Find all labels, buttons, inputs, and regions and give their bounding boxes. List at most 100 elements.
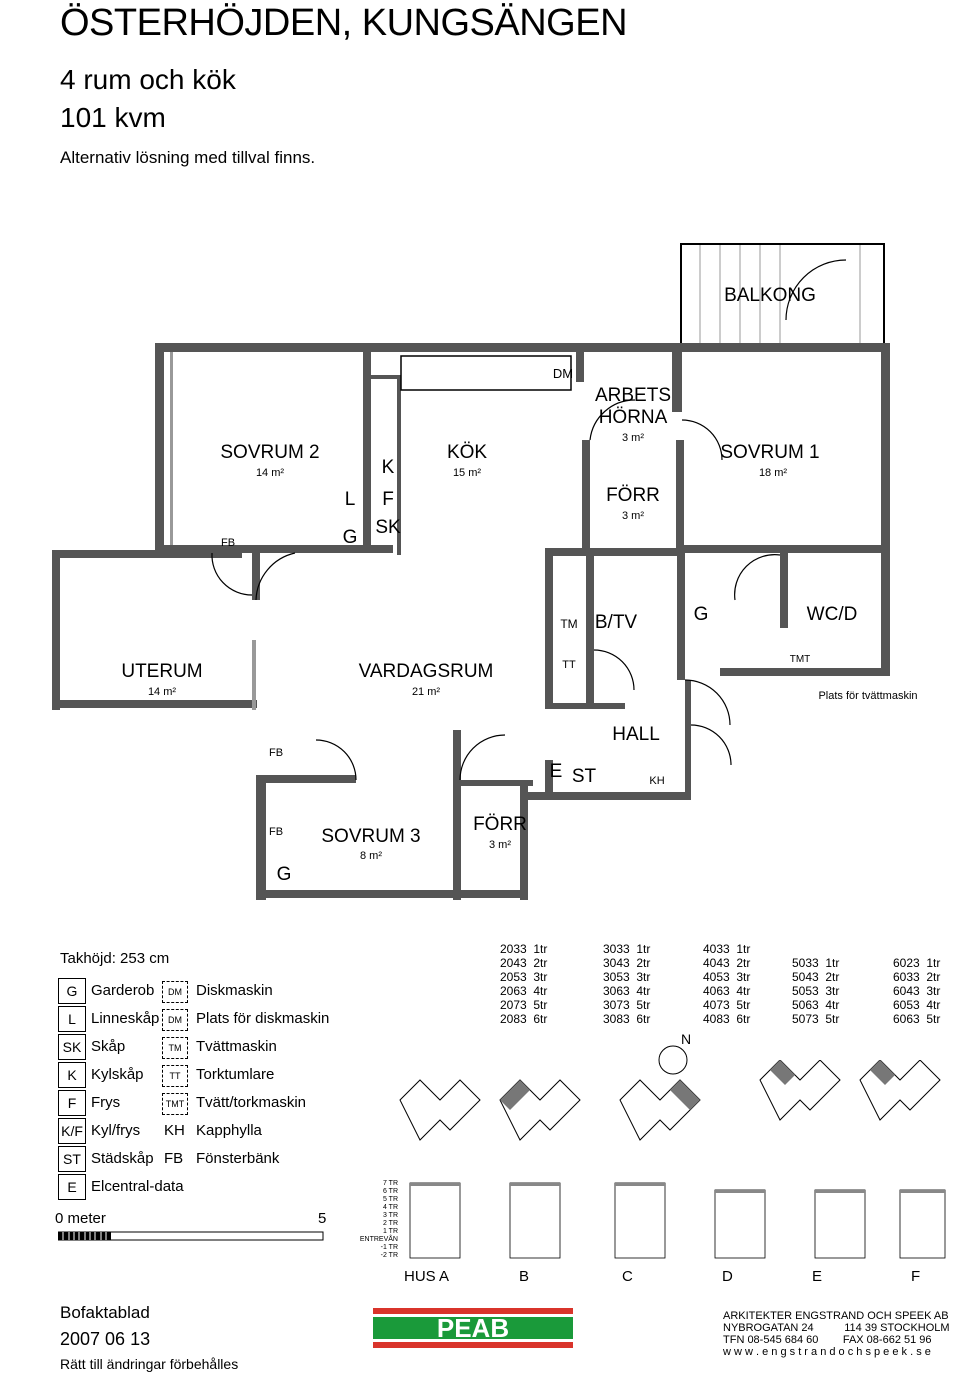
room-labels: BALKONG SOVRUM 2 14 m² KÖK 15 m² ARBETS …	[121, 285, 917, 885]
architect-name: ARKITEKTER ENGSTRAND OCH SPEEK AB	[723, 1310, 949, 1322]
code-tm: TM	[560, 617, 577, 631]
site-plan-icons	[399, 1060, 941, 1141]
legend2-code: DM	[162, 1009, 188, 1031]
legend2-label: Fönsterbänk	[196, 1150, 280, 1167]
sovrum3-label: SOVRUM 3	[321, 826, 420, 847]
code-g-3: G	[277, 864, 292, 885]
code-tt: TT	[562, 659, 576, 671]
flats-column: 2033 1tr 2043 2tr 2053 3tr 2063 4tr 2073…	[500, 942, 548, 1026]
page-title: ÖSTERHÖJDEN, KUNGSÄNGEN	[60, 2, 628, 44]
floor-plan: BALKONG SOVRUM 2 14 m² KÖK 15 m² ARBETS …	[52, 243, 918, 900]
house-label: B	[519, 1268, 530, 1285]
balcony-label: BALKONG	[724, 285, 816, 306]
architect-web: w w w . e n g s t r a n d o c h s p e e …	[723, 1346, 931, 1358]
legend2-code: TM	[162, 1037, 188, 1059]
btv-label: B/TV	[595, 612, 638, 633]
doc-date: 2007 06 13	[60, 1329, 151, 1349]
vardagsrum-area: 21 m²	[412, 686, 440, 698]
code-dm: DM	[553, 366, 573, 381]
room-count: 4 rum och kök	[60, 64, 236, 95]
balcony-slats	[699, 245, 861, 343]
forr2-area: 3 m²	[489, 839, 511, 851]
arbets-label-1: ARBETS	[595, 385, 671, 406]
code-tmt: TMT	[790, 654, 811, 665]
section-diagram	[409, 1182, 946, 1259]
arbets-label-2: HÖRNA	[599, 407, 668, 428]
house-label: F	[911, 1268, 921, 1285]
peab-logo: PEAB	[373, 1308, 573, 1348]
architect-address: NYBROGATAN 24 114 39 STOCKHOLM	[723, 1322, 950, 1334]
vardagsrum-label: VARDAGSRUM	[359, 661, 494, 682]
legend2-code: FB	[164, 1150, 184, 1167]
code-g-2: G	[694, 604, 709, 625]
flats-column: 3033 1tr 3043 2tr 3053 3tr 3063 4tr 3073…	[603, 942, 651, 1026]
legend-label: Skåp	[91, 1038, 126, 1055]
door-swings	[211, 259, 847, 781]
house-label: E	[812, 1268, 823, 1285]
legend-label: Städskåp	[91, 1150, 154, 1167]
legend-code: SK	[58, 1034, 86, 1060]
code-k: K	[382, 457, 395, 478]
legend-label: Garderob	[91, 982, 155, 999]
sovrum1-area: 18 m²	[759, 467, 787, 479]
sovrum2-area: 14 m²	[256, 467, 284, 479]
legend2-label: Diskmaskin	[196, 982, 273, 999]
apartment-area: 101 kvm	[60, 102, 166, 133]
sovrum2-label: SOVRUM 2	[220, 442, 319, 463]
house-label: D	[722, 1268, 733, 1285]
code-kh: KH	[649, 775, 664, 787]
code-f: F	[382, 489, 394, 510]
legend-code: K/F	[58, 1118, 86, 1144]
uterum-area: 14 m²	[148, 686, 176, 698]
kok-area: 15 m²	[453, 467, 481, 479]
code-l: L	[345, 489, 356, 510]
code-st: ST	[572, 766, 597, 787]
architect-phone: TFN 08-545 684 60 FAX 08-662 51 96	[723, 1334, 932, 1346]
legend2-label: Plats för diskmaskin	[196, 1010, 330, 1027]
svg-text:N: N	[681, 1031, 691, 1047]
legend-code: F	[58, 1090, 86, 1116]
wcd-label: WC/D	[807, 604, 858, 625]
code-fb-1: FB	[221, 537, 235, 549]
forr1-label: FÖRR	[606, 485, 660, 506]
legend-label: Frys	[91, 1094, 121, 1111]
scale-end: 5	[318, 1210, 327, 1227]
flats-column: 6023 1tr 6033 2tr 6043 3tr 6053 4tr 6063…	[893, 956, 941, 1026]
flats-column: 4033 1tr 4043 2tr 4053 3tr 4063 4tr 4073…	[703, 942, 751, 1026]
code-g-1: G	[343, 527, 358, 548]
code-sk: SK	[375, 517, 401, 538]
house-label: HUS A	[404, 1268, 450, 1285]
code-fb-3: FB	[269, 826, 283, 838]
scale-bar	[58, 1231, 324, 1241]
hall-label: HALL	[612, 724, 660, 745]
legend-label: Linneskåp	[91, 1010, 160, 1027]
alternative-note: Alternativ lösning med tillval finns.	[60, 148, 316, 167]
legend2-code: KH	[164, 1122, 185, 1139]
legend-label: Elcentral-data	[91, 1178, 184, 1195]
ceiling-height: Takhöjd: 253 cm	[60, 950, 170, 967]
forr1-area: 3 m²	[622, 510, 644, 522]
legend-label: Kyl/frys	[91, 1122, 141, 1139]
walls	[52, 243, 890, 900]
code-e: E	[550, 761, 563, 782]
legend-code: G	[58, 978, 86, 1004]
legend-code: E	[58, 1174, 86, 1200]
legend-code: ST	[58, 1146, 86, 1172]
north-arrow-icon: N	[658, 1031, 691, 1075]
legend2-label: Torktumlare	[196, 1066, 275, 1083]
svg-text:PEAB: PEAB	[437, 1313, 509, 1343]
flats-column: 5033 1tr 5043 2tr 5053 3tr 5063 4tr 5073…	[792, 956, 840, 1026]
forr2-label: FÖRR	[473, 814, 527, 835]
code-fb-2: FB	[269, 747, 283, 759]
legend2-code: TT	[162, 1065, 188, 1087]
kok-label: KÖK	[447, 442, 487, 463]
legend-code: K	[58, 1062, 86, 1088]
legend2-label: Tvättmaskin	[196, 1038, 277, 1055]
legend2-label: Kapphylla	[196, 1122, 262, 1139]
legend-label: Kylskåp	[91, 1066, 144, 1083]
sovrum1-label: SOVRUM 1	[720, 442, 819, 463]
house-label: C	[622, 1268, 633, 1285]
sovrum3-area: 8 m²	[360, 850, 382, 862]
arbets-area: 3 m²	[622, 432, 644, 444]
